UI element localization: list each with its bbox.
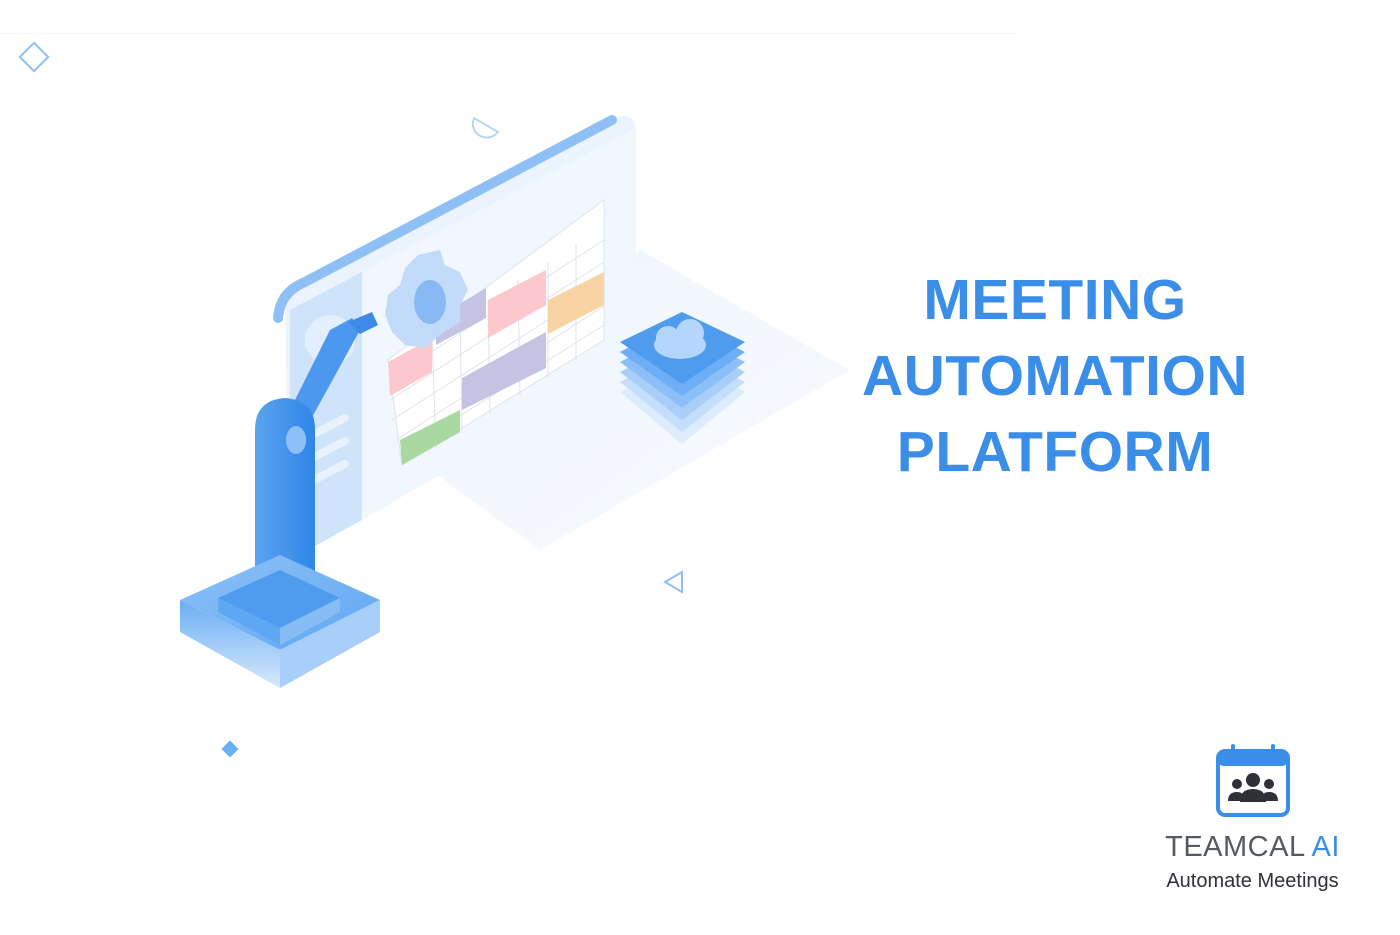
calendar-team-icon	[1215, 744, 1290, 817]
event-block-orange	[548, 272, 604, 334]
headline: MEETING AUTOMATION PLATFORM	[830, 262, 1280, 490]
top-divider	[0, 33, 1015, 34]
headline-line-1: MEETING	[923, 268, 1187, 332]
gear-icon	[385, 250, 468, 348]
automation-illustration	[18, 41, 850, 758]
half-circle-decoration	[471, 116, 500, 139]
robot-base	[180, 555, 380, 688]
cloud-stack-icon	[620, 312, 745, 444]
event-block-pink-1	[388, 338, 432, 396]
diamond-filled-decoration	[221, 740, 239, 758]
triangle-decoration	[663, 570, 683, 594]
brand-tagline: Automate Meetings	[1166, 870, 1339, 892]
event-block-green	[400, 410, 460, 465]
brand-name-main: TEAMCAL	[1165, 831, 1305, 863]
diamond-outline-decoration	[18, 41, 50, 73]
headline-line-2: AUTOMATION	[861, 344, 1249, 408]
event-block-pink-2	[488, 270, 546, 338]
brand-name: TEAMCAL AI	[1140, 830, 1365, 864]
brand-name-accent: AI	[1311, 831, 1340, 863]
event-block-purple-2	[462, 332, 546, 410]
headline-line-3: PLATFORM	[896, 420, 1214, 484]
brand-block: TEAMCAL AI Automate Meetings	[1140, 742, 1365, 893]
event-block-purple-1	[436, 288, 486, 345]
